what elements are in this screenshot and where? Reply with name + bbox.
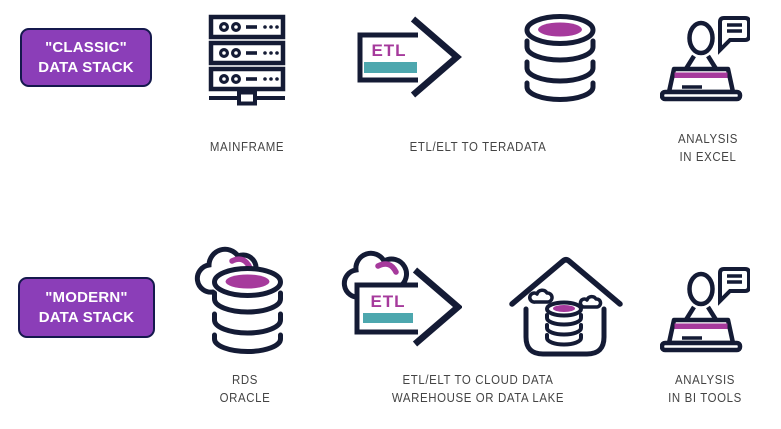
step-label-etl-teradata: ETL/ELT TO TERADATA (409, 139, 547, 154)
badge-line: DATA STACK (38, 58, 134, 76)
analyst-laptop-icon (660, 263, 750, 355)
etl-text: ETL (371, 41, 406, 60)
step-label-etl-cloud-warehouse: ETL/ELT TO CLOUD DATA WAREHOUSE OR DATA … (391, 372, 565, 405)
analyst-laptop-icon (660, 12, 750, 104)
mainframe-icon (203, 13, 291, 107)
modern-data-stack-badge: "MODERN" DATA STACK (18, 277, 155, 338)
data-warehouse-house-icon (506, 252, 624, 362)
step-label-mainframe: MAINFRAME (209, 139, 285, 154)
step-label-analysis-bi-tools: ANALYSIS IN BI TOOLS (668, 372, 742, 405)
etl-arrow-icon: ETL (356, 13, 462, 101)
etl-text: ETL (370, 292, 405, 311)
cloud-etl-arrow-icon: ETL (340, 249, 462, 353)
badge-line: "CLASSIC" (45, 39, 127, 56)
step-label-rds-oracle: RDS ORACLE (219, 372, 271, 405)
badge-line: DATA STACK (38, 308, 135, 326)
badge-line: "MODERN" (45, 289, 128, 306)
classic-data-stack-badge: "CLASSIC" DATA STACK (20, 28, 152, 87)
cloud-database-icon (192, 244, 288, 356)
database-icon (521, 13, 599, 103)
step-label-analysis-excel: ANALYSIS IN EXCEL (677, 131, 739, 164)
